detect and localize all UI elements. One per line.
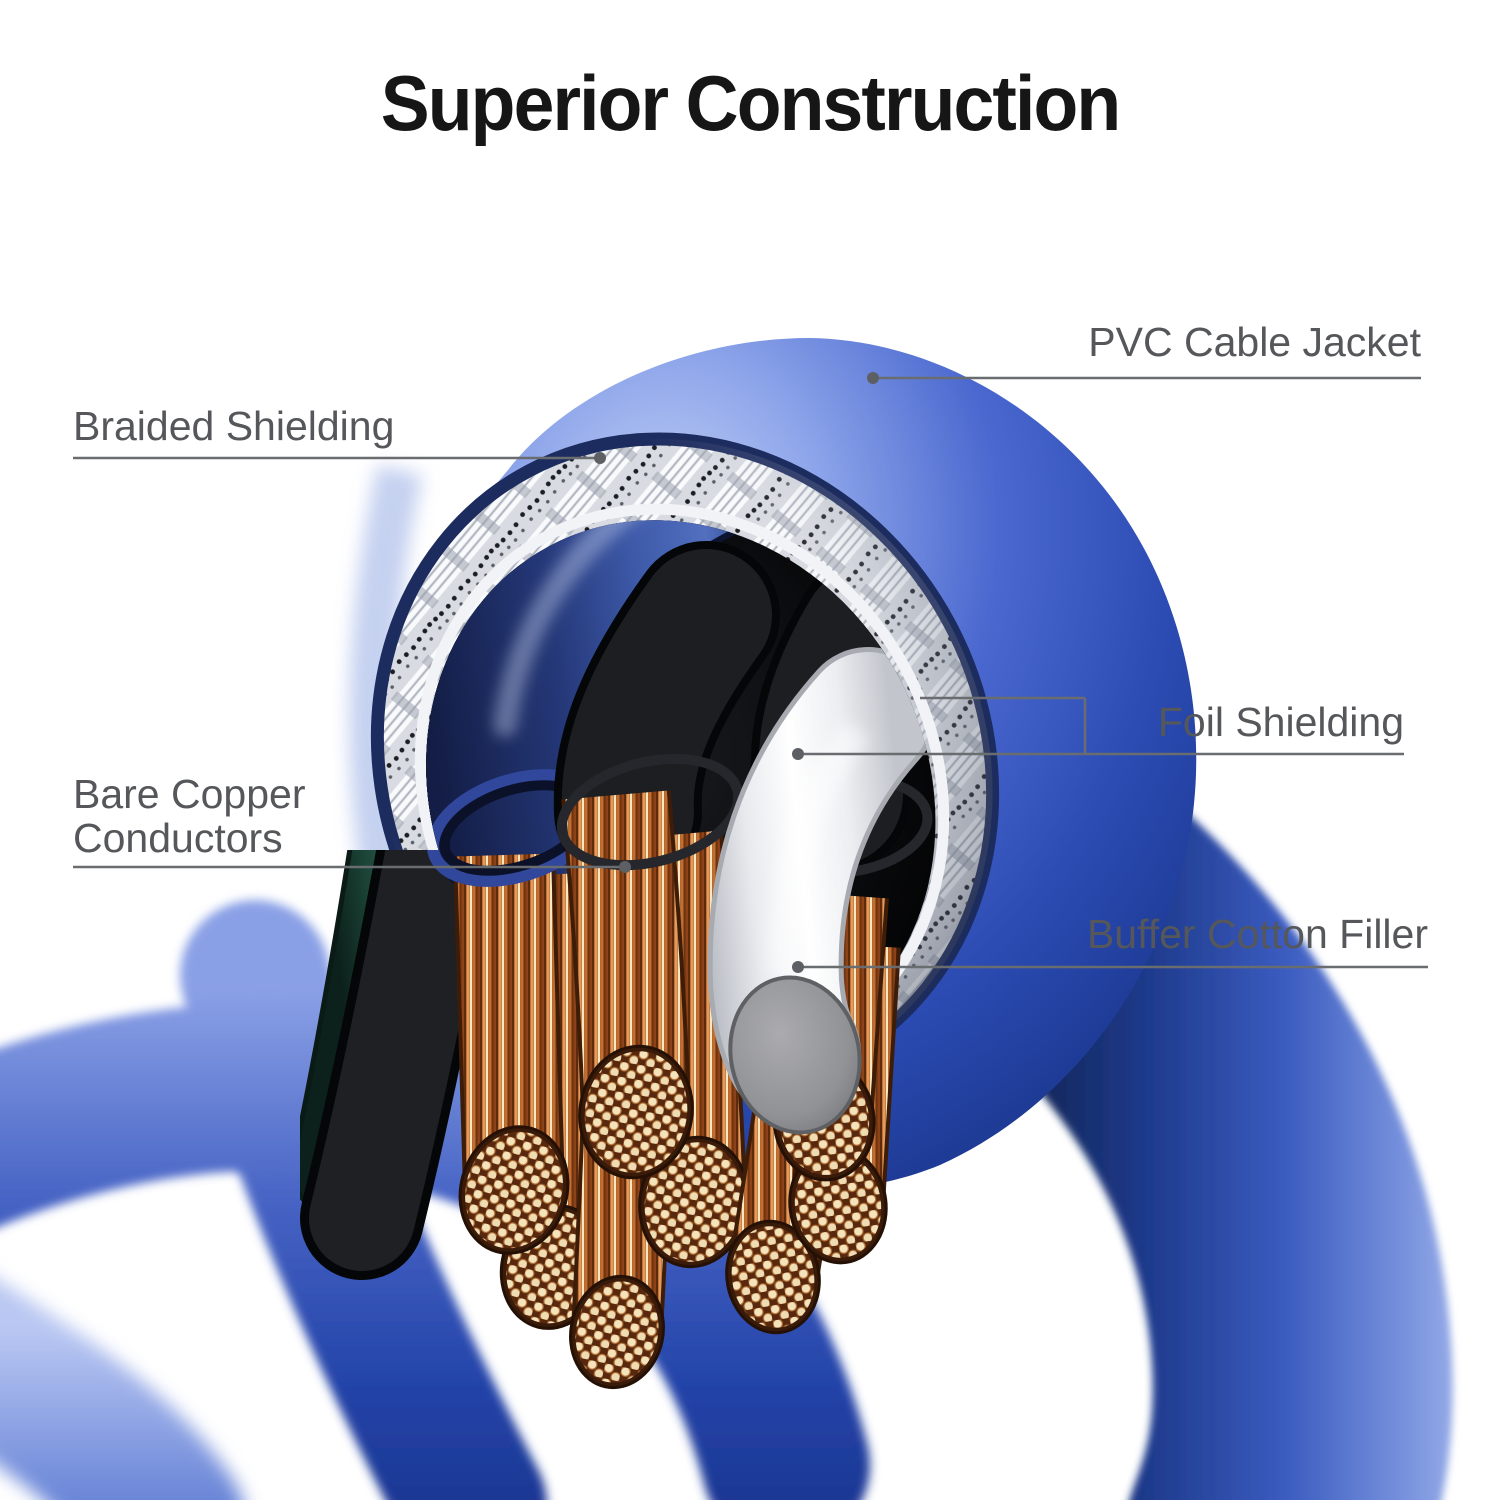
copper-bundle-e-end [569, 1274, 665, 1390]
copper-bundle-h-end [725, 1219, 821, 1335]
callout-pvc-cable-jacket: PVC Cable Jacket [1088, 320, 1421, 364]
callout-braided-shielding: Braided Shielding [73, 404, 394, 448]
leader-dots [594, 372, 879, 973]
callout-buffer-cotton-filler: Buffer Cotton Filler [1087, 912, 1428, 956]
foil-tube-mid-collar [556, 753, 744, 871]
callout-foil-shielding-label: Foil Shielding [1157, 699, 1404, 745]
dot-buffer-cotton-filler [792, 961, 804, 973]
dot-foil-shielding [792, 748, 804, 760]
copper-bundle-d-end [638, 1135, 750, 1269]
cable-loop-corner [0, 1335, 168, 1500]
callout-bare-copper-conductors-label: Bare Copper Conductors [73, 771, 306, 861]
cotton-filler-cut-end [728, 975, 862, 1135]
dot-bare-copper-conductors [619, 861, 631, 873]
inner-conductors [338, 460, 934, 1390]
dot-braided-shielding [594, 452, 606, 464]
copper-bundle-a-end [458, 1125, 570, 1255]
callout-braided-shielding-label: Braided Shielding [73, 403, 395, 449]
leader-lines [73, 376, 1428, 969]
callout-buffer-cotton-filler-label: Buffer Cotton Filler [1086, 911, 1428, 957]
cotton-sheen [768, 720, 870, 976]
dot-pvc-cable-jacket [867, 372, 879, 384]
copper-bundle-c-end [578, 1044, 694, 1180]
callout-pvc-cable-jacket-label: PVC Cable Jacket [1088, 319, 1421, 365]
foil-tube-mid [628, 615, 706, 812]
page-title: Superior Construction [380, 59, 1121, 147]
callout-foil-shielding: Foil Shielding [1158, 700, 1404, 744]
callout-bare-copper-conductors: Bare Copper Conductors [73, 772, 333, 860]
